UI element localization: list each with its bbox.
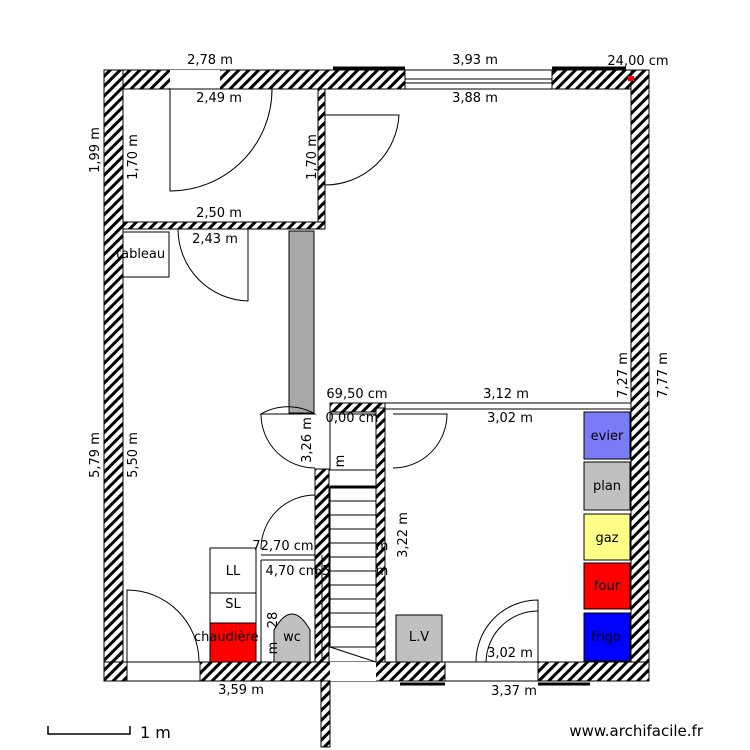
door-kitchen xyxy=(392,413,448,469)
dim-partition-69-50: 69,50 cm xyxy=(326,387,387,402)
interior-walls xyxy=(122,88,632,748)
label-ll: LL xyxy=(226,564,241,579)
entrance-door-gap xyxy=(170,70,220,89)
label-plan: plan xyxy=(593,479,621,494)
dim-bottom-left: 3,59 m xyxy=(218,683,264,698)
dim-kitchen-inner: 3,02 m xyxy=(487,411,533,426)
dim-top-left-inner: 2,49 m xyxy=(196,91,242,106)
dim-mid-top-height: 1,70 m xyxy=(305,134,320,180)
dim-65: 65 xyxy=(314,564,331,579)
label-frigo: frigo xyxy=(591,630,621,645)
dim-corner-thickness: 24,00 cm xyxy=(607,54,668,69)
dim-frag-m2: m xyxy=(376,539,389,554)
wc-bowl xyxy=(273,613,311,663)
dim-frag-m1: m xyxy=(333,455,348,468)
wall-kitchen-top xyxy=(384,402,632,410)
door-wc xyxy=(260,494,316,550)
evier-box xyxy=(583,411,631,460)
fixture-labels: tableau LL SL chaudière wc L.V evier pla… xyxy=(116,247,624,645)
dim-stair-3-22: 3,22 m xyxy=(396,512,411,558)
dim-left-top-outer: 1,99 m xyxy=(88,127,103,173)
credit-text: www.archifacile.fr xyxy=(569,722,703,740)
label-tableau: tableau xyxy=(116,247,165,262)
dim-bottom-right-outer: 3,37 m xyxy=(491,684,537,699)
bottom-door-right xyxy=(444,661,539,682)
dim-left-inner-lower: 5,50 m xyxy=(126,432,141,478)
dim-72-70: 72,70 cm xyxy=(252,539,313,554)
corner-marker xyxy=(628,76,634,81)
dim-left-outer-lower: 5,79 m xyxy=(88,432,103,478)
openings xyxy=(126,66,634,686)
dim-top-right-outer: 3,93 m xyxy=(452,53,498,68)
tableau-box xyxy=(122,231,170,278)
label-sl: SL xyxy=(225,597,241,612)
door-entrance xyxy=(169,88,273,192)
doors xyxy=(126,88,539,663)
door-top-room xyxy=(324,114,400,186)
dim-kitchen-outer: 3,12 m xyxy=(483,387,529,402)
dim-left-top-inner: 1,70 m xyxy=(126,134,141,180)
label-chaudiere: chaudière xyxy=(194,630,259,645)
label-gaz: gaz xyxy=(595,531,618,546)
dim-top-left-outer: 2,78 m xyxy=(187,53,233,68)
scale-bar: 1 m xyxy=(47,723,171,742)
frigo-box xyxy=(583,612,631,662)
ll-box xyxy=(209,547,257,594)
scale-bar-line xyxy=(47,726,131,735)
door-living xyxy=(177,228,249,302)
chaudiere-box xyxy=(209,622,257,663)
wall-stair-right xyxy=(375,407,386,663)
scale-bar-label: 1 m xyxy=(140,723,171,742)
label-evier: evier xyxy=(591,429,624,444)
dim-right-inner: 7,27 m xyxy=(616,352,631,398)
wall-basement xyxy=(320,680,331,748)
gaz-box xyxy=(583,513,631,561)
dim-frag-m4: m xyxy=(266,642,281,655)
stairs xyxy=(329,413,377,663)
four-box xyxy=(583,562,631,610)
dim-partition-00: 0,00 cm xyxy=(326,411,379,426)
dim-28: 28 xyxy=(266,612,281,629)
wall-right xyxy=(630,69,650,682)
lv-box xyxy=(395,614,443,663)
plan-box xyxy=(583,461,631,511)
bottom-stair-gap xyxy=(330,662,376,681)
label-lv: L.V xyxy=(409,630,429,645)
dim-right-outer: 7,77 m xyxy=(656,352,671,398)
door-hall-left-arc xyxy=(260,413,316,469)
door-hall-left xyxy=(259,406,317,415)
dim-frag-m3: m xyxy=(376,564,389,579)
label-four: four xyxy=(594,579,621,594)
door-bottom-right xyxy=(475,599,539,663)
wall-top-room-bottom xyxy=(122,221,326,230)
door-bottom-left xyxy=(126,589,200,663)
dim-top-right-inner: 3,88 m xyxy=(452,91,498,106)
column xyxy=(288,230,315,414)
dim-bottom-right-inner: 3,02 m xyxy=(487,646,533,661)
dimension-labels: 2,78 m 2,49 m 3,93 m 3,88 m 24,00 cm 1,9… xyxy=(88,53,671,699)
dim-4-70: 4,70 cm xyxy=(266,564,319,579)
dim-hall-3-26: 3,26 m xyxy=(300,417,315,463)
dim-wall-2-43: 2,43 m xyxy=(192,232,238,247)
label-wc: wc xyxy=(283,630,301,645)
fixtures xyxy=(122,231,631,663)
door-lv xyxy=(485,610,539,663)
wall-left xyxy=(103,69,124,682)
dim-wall-2-50: 2,50 m xyxy=(196,206,242,221)
bottom-door-left xyxy=(126,661,201,682)
